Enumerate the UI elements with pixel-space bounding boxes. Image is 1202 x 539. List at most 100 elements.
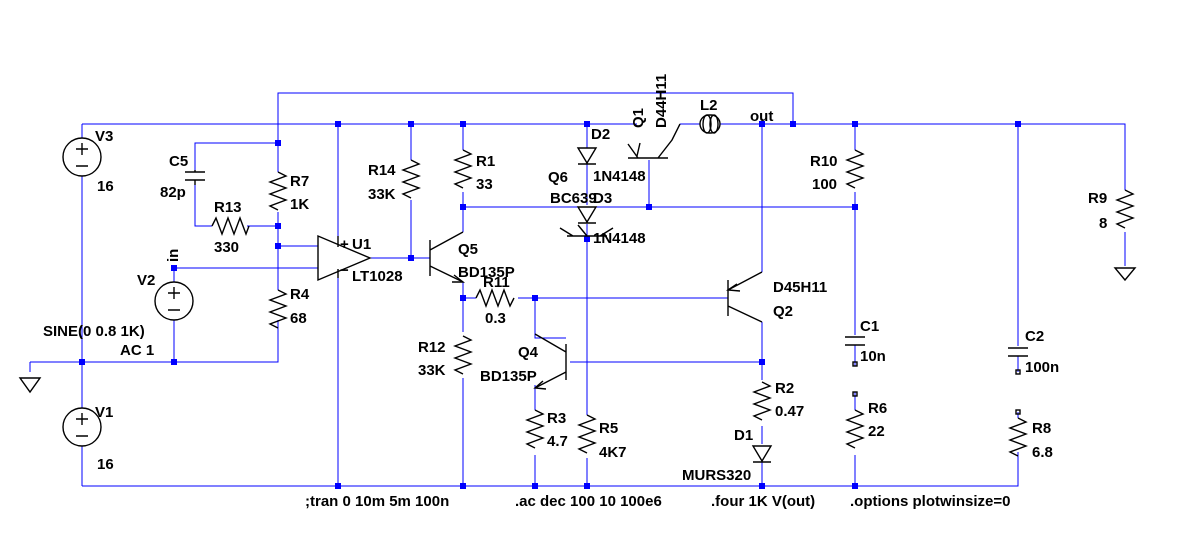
v2-value-sine: SINE(0 0.8 1K) [43, 323, 145, 340]
ground-symbol-right [1113, 267, 1137, 282]
c2-name: C2 [1025, 328, 1044, 345]
junction-dot [532, 295, 538, 301]
resistor-r7[interactable] [268, 171, 288, 211]
resistor-r2[interactable] [752, 381, 772, 421]
directive-tran[interactable]: ;tran 0 10m 5m 100n [305, 493, 449, 510]
r1-name: R1 [476, 153, 495, 170]
v1-name: V1 [95, 404, 113, 421]
r10-value: 100 [812, 176, 837, 193]
c5-value: 82p [160, 184, 186, 201]
junction-dot [759, 483, 765, 489]
r3-value: 4.7 [547, 433, 568, 450]
opamp-u1[interactable] [317, 234, 372, 282]
source-v2[interactable] [154, 281, 194, 321]
d3-value: 1N4148 [593, 230, 646, 247]
v1-value: 16 [97, 456, 114, 473]
resistor-r1[interactable] [453, 149, 473, 189]
junction-dot [460, 483, 466, 489]
junction-dot [790, 121, 796, 127]
junction-dot [852, 483, 858, 489]
v3-value: 16 [97, 178, 114, 195]
resistor-r4[interactable] [268, 289, 288, 329]
resistor-r11[interactable] [475, 288, 515, 308]
u1-minus-sign: − [340, 262, 349, 279]
resistor-r3[interactable] [525, 409, 545, 449]
r4-name: R4 [290, 286, 310, 303]
junction-dot [759, 359, 765, 365]
u1-value: LT1028 [352, 268, 403, 285]
wire-ground-left [29, 320, 279, 372]
d3-name: D3 [593, 190, 612, 207]
capacitor-c2[interactable] [1008, 347, 1028, 357]
c2-value: 100n [1025, 359, 1059, 376]
resistor-r5[interactable] [577, 414, 597, 454]
capacitor-c1-pin [852, 361, 858, 367]
junction-dot [275, 223, 281, 229]
transistor-q6[interactable] [559, 224, 614, 237]
resistor-r14[interactable] [401, 159, 421, 199]
source-v1[interactable] [62, 407, 102, 447]
r12-name: R12 [418, 339, 446, 356]
r7-value: 1K [290, 196, 309, 213]
junction-dot [79, 359, 85, 365]
junction-dot [275, 140, 281, 146]
junction-dot [852, 204, 858, 210]
ground-symbol-left [18, 377, 42, 394]
junction-dot [584, 121, 590, 127]
directive-ac[interactable]: .ac dec 100 10 100e6 [515, 493, 662, 510]
r12-value: 33K [418, 362, 446, 379]
transistor-q5[interactable] [429, 231, 466, 283]
junction-dot [460, 121, 466, 127]
u1-plus-sign: + [340, 236, 349, 253]
junction-dot [759, 121, 765, 127]
v3-name: V3 [95, 128, 113, 145]
c1-name: C1 [860, 318, 879, 335]
junction-layer [79, 121, 1021, 489]
transistor-q2[interactable] [725, 271, 763, 323]
diode-d2[interactable] [576, 147, 598, 165]
source-v3[interactable] [62, 137, 102, 177]
junction-dot [460, 295, 466, 301]
resistor-r13[interactable] [211, 216, 250, 236]
wire-c5 [194, 142, 278, 227]
diode-d3[interactable] [576, 206, 598, 224]
resistor-r8[interactable] [1008, 417, 1028, 457]
transistor-q4[interactable] [533, 333, 567, 390]
r14-value: 33K [368, 186, 396, 203]
junction-dot [460, 204, 466, 210]
junction-dot [408, 255, 414, 261]
junction-dot [171, 359, 177, 365]
v2-name: V2 [137, 272, 155, 289]
junction-dot [171, 265, 177, 271]
r11-value: 0.3 [485, 310, 506, 327]
l2-name: L2 [700, 97, 718, 114]
capacitor-c1[interactable] [845, 336, 865, 346]
resistor-r6[interactable] [845, 409, 865, 449]
r10-name: R10 [810, 153, 838, 170]
d1-name: D1 [734, 427, 753, 444]
inductor-l2[interactable] [699, 114, 721, 134]
directive-options[interactable]: .options plotwinsize=0 [850, 493, 1010, 510]
wire-out-rail [720, 123, 1126, 190]
junction-dot [335, 121, 341, 127]
r1-value: 33 [476, 176, 493, 193]
capacitor-c5[interactable] [185, 170, 205, 185]
r7-name: R7 [290, 173, 309, 190]
directive-four[interactable]: .four 1K V(out) [711, 493, 815, 510]
u1-name: U1 [352, 236, 371, 253]
r14-name: R14 [368, 162, 396, 179]
diode-d1[interactable] [751, 445, 773, 463]
d1-value: MURS320 [682, 467, 751, 484]
resistor-r10[interactable] [845, 149, 865, 189]
junction-dot [1015, 121, 1021, 127]
wire-layer [29, 92, 1126, 487]
r5-value: 4K7 [599, 444, 627, 461]
c1-value: 10n [860, 348, 886, 365]
q1-value: D44H11 [653, 74, 670, 128]
transistor-q1[interactable] [627, 123, 681, 159]
r9-value: 8 [1099, 215, 1107, 232]
q5-value: BD135P [458, 264, 515, 281]
r13-name: R13 [214, 199, 242, 216]
resistor-r12[interactable] [453, 335, 473, 375]
resistor-r9[interactable] [1115, 189, 1135, 229]
